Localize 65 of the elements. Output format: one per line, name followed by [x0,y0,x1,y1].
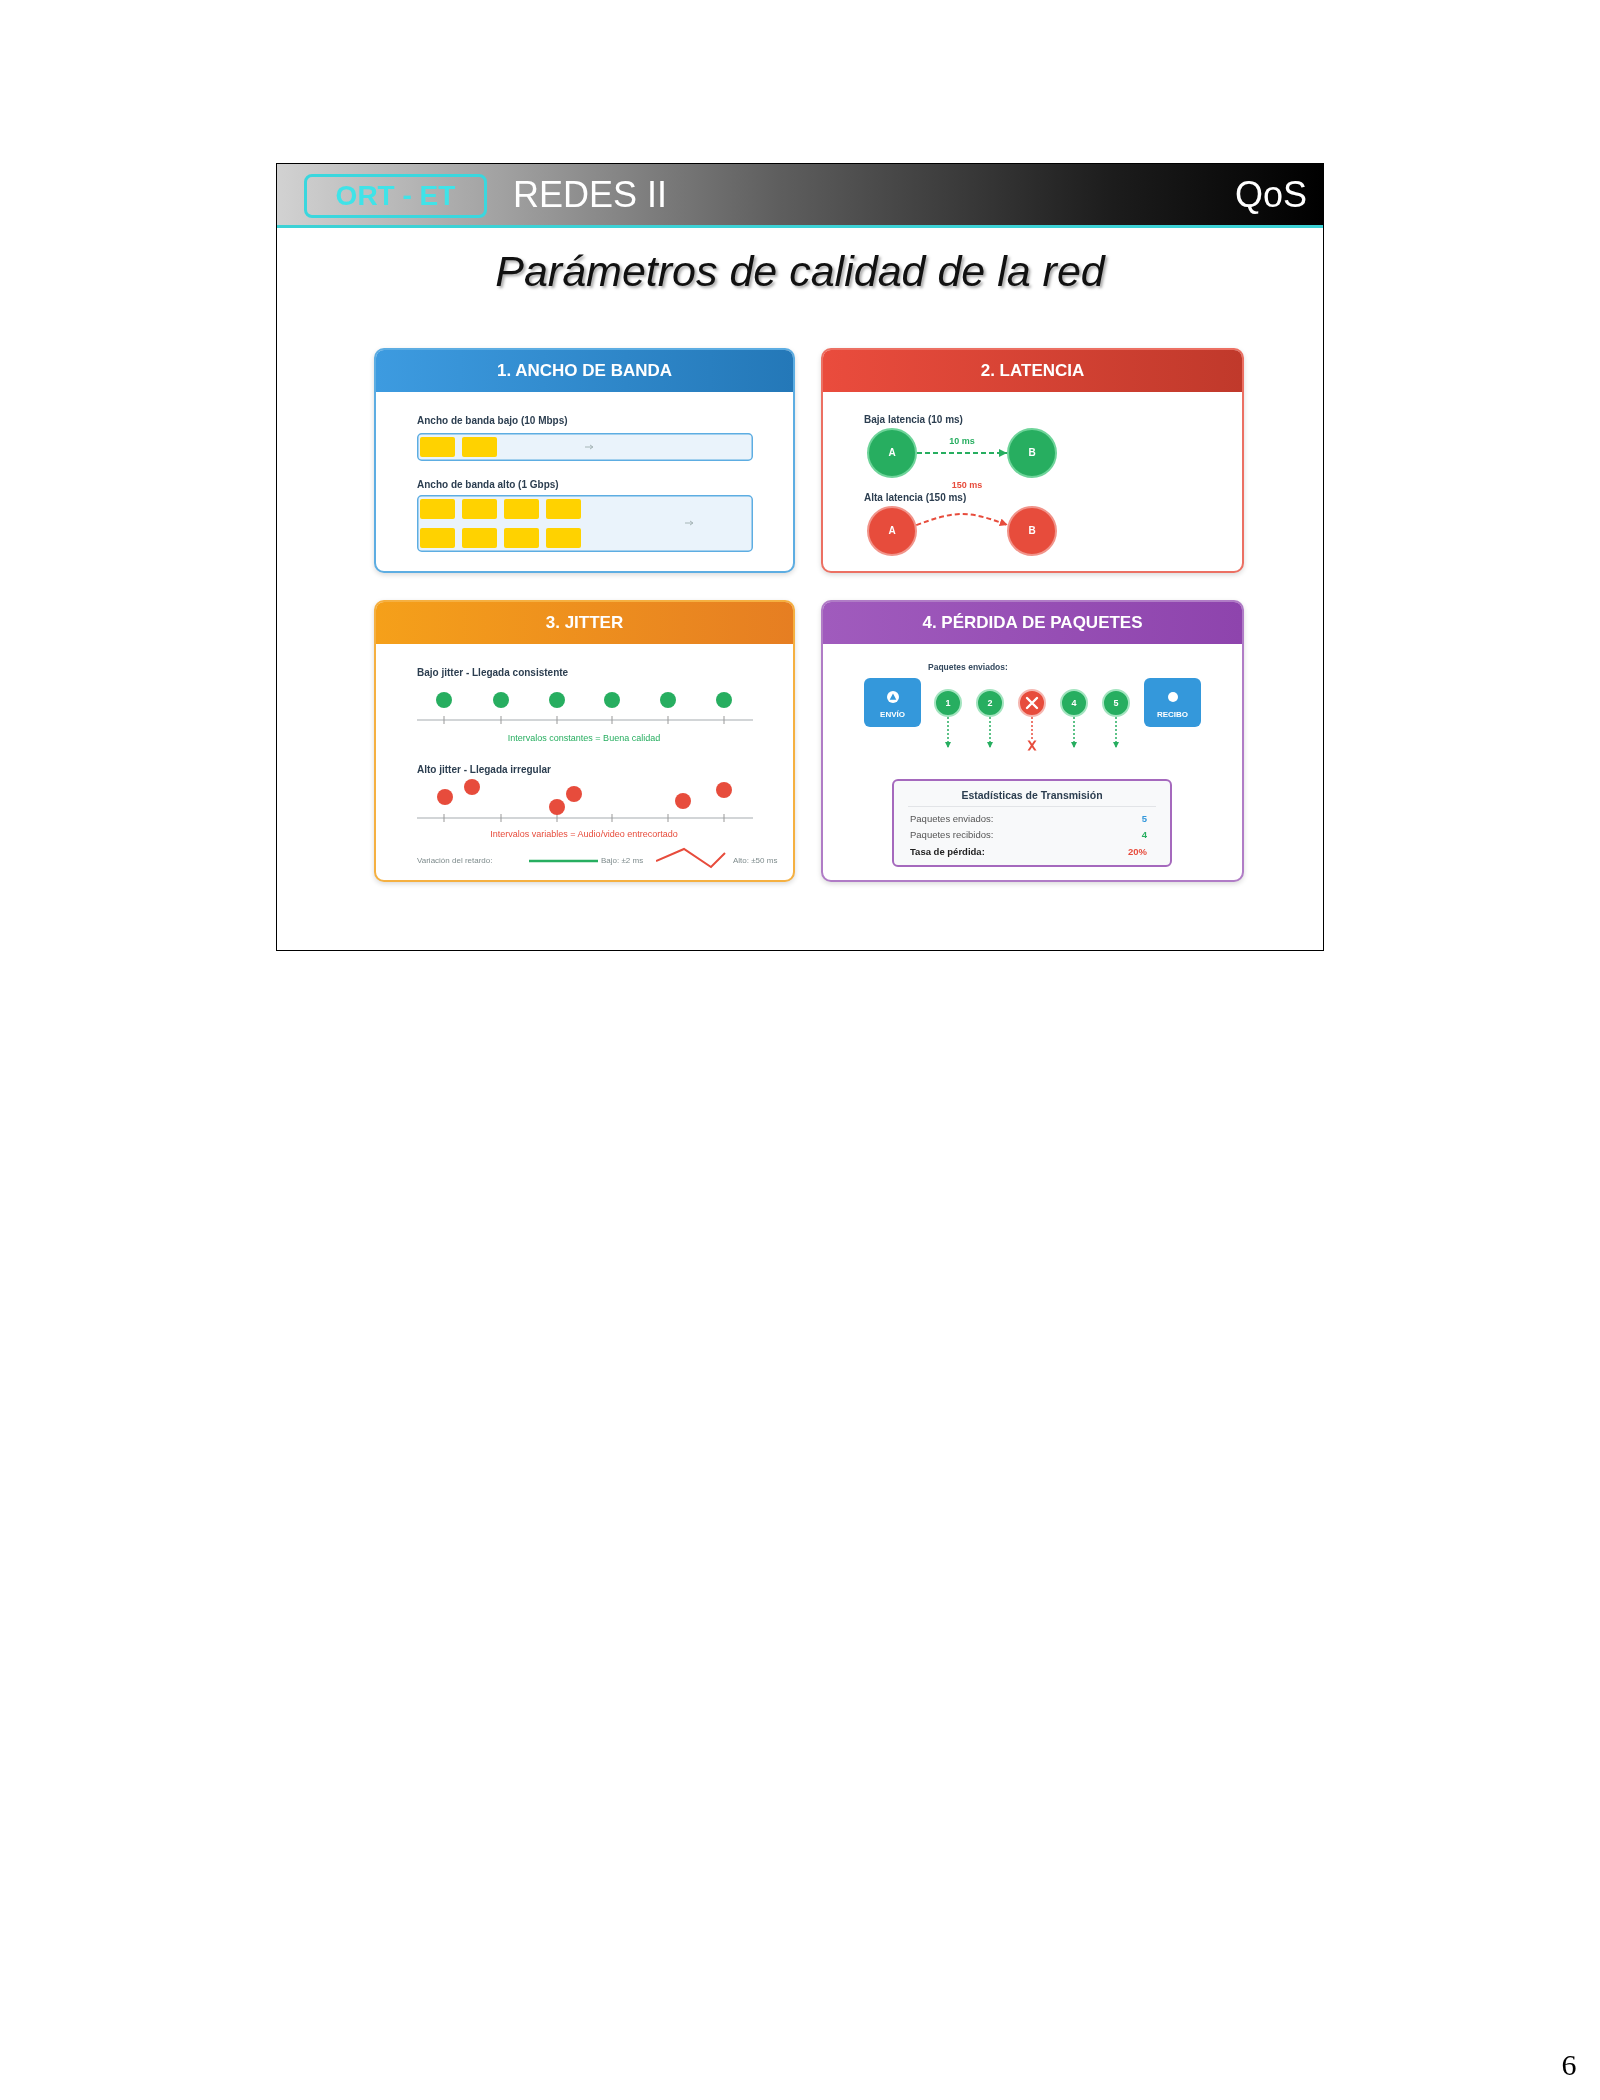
stats-card [892,779,1172,867]
edge-label: 10 ms [947,435,977,447]
tile-label: ENVÍO [880,710,905,720]
panel-card [821,348,1244,573]
legend-label: Bajo: ±2 ms [601,856,644,866]
stat-label: Paquetes enviados: [910,813,994,825]
topic-label: QoS [1234,173,1307,217]
subheading: Ancho de banda alto (1 Gbps) [417,479,559,491]
packet-number: 2 [987,697,993,709]
subheading: Alta latencia (150 ms) [864,492,967,504]
panel-card [821,600,1244,882]
slide-title: Parámetros de calidad de la red [495,246,1105,297]
node-letter: A [888,447,896,459]
stat-value: 4 [1141,829,1147,841]
subheading: Ancho de banda bajo (10 Mbps) [417,415,568,427]
stat-label: Tasa de pérdida: [910,846,985,858]
lost-packet-circle [1018,689,1046,717]
dashed-arrow [1113,716,1119,749]
endpoint-circle [1007,506,1057,556]
node-letter: B [1028,525,1036,537]
packet-number: 4 [1071,697,1077,709]
endpoint-tile [1144,678,1201,727]
dashed-arrow [916,449,1008,457]
edge-label: 150 ms [949,479,985,491]
packet-number: 5 [1113,697,1119,709]
stats-title: Estadísticas de Transmisión [961,789,1103,802]
header-tag [304,174,487,218]
panel-header: 1. ANCHO DE BANDA [376,350,793,392]
legend-label: Alto: ±50 ms [733,856,778,866]
endpoint-tile [864,678,921,727]
packet-circle [1102,689,1130,717]
page-number: 6 [1561,2047,1577,2083]
caption-text: Intervalos constantes = Buena calidad [507,733,661,744]
endpoint-circle [867,428,917,478]
dashed-arrow [945,716,951,749]
panel-header: 2. LATENCIA [823,350,1242,392]
packet-circle [976,689,1004,717]
panel-card [374,600,795,882]
caption-text: Intervalos variables = Audio/video entrecortado [490,829,678,840]
dashed-arrow [987,716,993,749]
subheading: Alto jitter - Llegada irregular [417,764,551,776]
packet-number: 1 [945,697,951,709]
tile-label: RECIBO [1156,710,1189,720]
dashed-line [1027,716,1037,751]
panel-header: 4. PÉRDIDA DE PAQUETES [823,602,1242,644]
dashed-arrow [1071,716,1077,749]
packet-circle [1060,689,1088,717]
header-bar [277,164,1323,228]
endpoint-circle [1007,428,1057,478]
node-letter: A [888,525,896,537]
panel-card [374,348,795,573]
node-letter: B [1028,447,1036,459]
stat-value: 20% [1128,846,1147,858]
subheading: Paquetes enviados: [928,662,1008,673]
stat-label: Paquetes recibidos: [910,829,994,841]
endpoint-circle [867,506,917,556]
legend-title: Variación del retardo: [417,856,493,866]
stat-value: 5 [1141,813,1147,825]
subheading: Bajo jitter - Llegada consistente [417,667,569,679]
panel-header: 3. JITTER [376,602,793,644]
tag-label: ORT - ET [335,179,456,213]
packet-circle [934,689,962,717]
course-title: REDES II [513,173,668,217]
subheading: Baja latencia (10 ms) [864,414,963,426]
dashed-arrow [915,513,1009,527]
